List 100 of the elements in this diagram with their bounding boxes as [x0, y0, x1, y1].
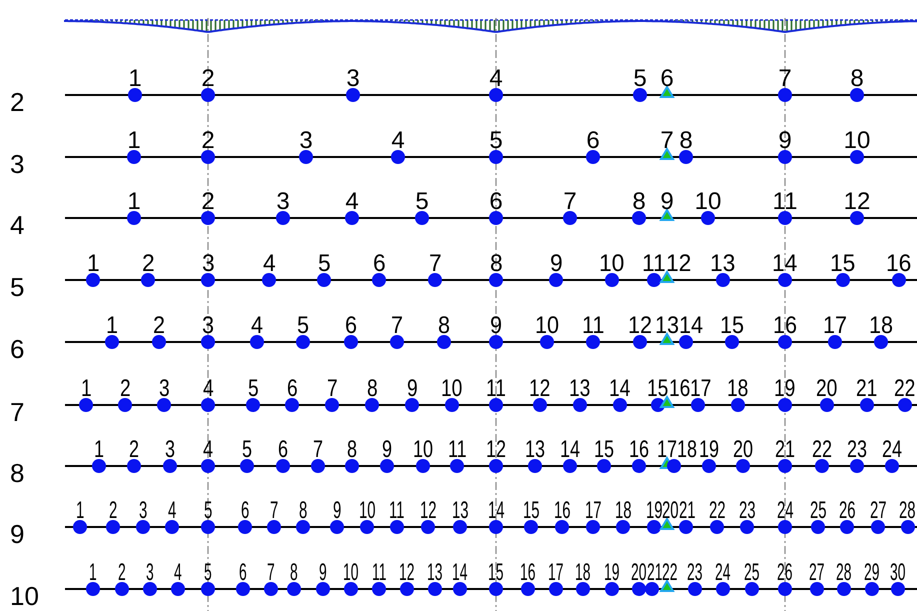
point-number: 7 [267, 561, 275, 585]
point-number: 19 [604, 561, 620, 585]
point-number: 6 [660, 67, 674, 91]
point-number: 1 [127, 129, 141, 153]
point-number: 6 [344, 314, 357, 338]
point-number: 6 [586, 129, 600, 153]
point-number: 8 [366, 377, 378, 401]
point-number: 18 [614, 499, 632, 523]
point-number: 16 [520, 561, 536, 585]
point-number: 23 [687, 561, 703, 585]
point-number: 27 [870, 499, 886, 523]
point-number: 14 [488, 499, 504, 523]
point-number: 7 [390, 314, 403, 338]
point-number: 3 [138, 499, 148, 523]
point-number: 12 [420, 499, 436, 523]
point-number: 8 [290, 561, 298, 585]
point-number: 1 [127, 190, 141, 214]
point-number: 26 [838, 499, 856, 523]
point-number: 8 [298, 499, 308, 523]
point-number: 11 [372, 561, 386, 585]
row-number: 8 [10, 460, 24, 486]
point-number: 3 [158, 377, 170, 401]
point-number: 7 [312, 438, 323, 462]
point-number: 22 [812, 438, 832, 462]
point-number: 1 [106, 314, 118, 338]
point-number: 2 [118, 561, 126, 585]
point-number: 27 [809, 561, 825, 585]
point-number: 11 [582, 314, 604, 338]
row-number: 6 [10, 336, 24, 362]
point-number: 2 [201, 67, 215, 91]
point-number: 10 [599, 252, 625, 276]
point-number: 7 [660, 129, 674, 153]
point-number: 21 [678, 499, 696, 523]
point-number: 3 [299, 129, 313, 153]
point-number: 5 [633, 67, 647, 91]
point-number: 11 [642, 252, 666, 276]
row-number: 4 [10, 212, 24, 238]
point-number: 2 [152, 314, 165, 338]
point-number: 1 [128, 67, 142, 91]
point-number: 15 [488, 561, 504, 585]
point-number: 4 [250, 314, 263, 338]
point-number: 3 [202, 252, 214, 276]
point-number: 6 [489, 190, 503, 214]
point-number: 7 [563, 190, 577, 214]
point-number: 15 [647, 377, 669, 401]
point-number: 16 [772, 314, 797, 338]
point-number: 11 [486, 377, 506, 401]
point-number: 11 [448, 438, 466, 462]
point-number: 29 [864, 561, 880, 585]
point-number: 28 [836, 561, 852, 585]
point-number: 15 [522, 499, 540, 523]
point-number: 8 [850, 67, 864, 91]
point-number: 5 [415, 190, 429, 214]
point-number: 7 [270, 499, 278, 523]
point-number: 20 [662, 499, 679, 523]
point-number: 4 [345, 190, 359, 214]
point-number: 22 [662, 561, 678, 585]
point-number: 14 [609, 377, 631, 401]
point-number: 18 [677, 438, 698, 462]
point-number: 13 [524, 438, 545, 462]
point-number: 22 [708, 499, 726, 523]
point-number: 6 [286, 377, 298, 401]
point-number: 2 [128, 438, 139, 462]
point-number: 17 [548, 561, 564, 585]
point-number: 3 [202, 314, 214, 338]
point-number: 12 [628, 314, 652, 338]
point-number: 5 [204, 561, 212, 585]
point-number: 4 [174, 561, 182, 585]
point-number: 5 [242, 438, 252, 462]
point-number: 19 [774, 377, 796, 401]
point-number: 5 [489, 129, 503, 153]
point-number: 26 [777, 561, 793, 585]
point-number: 21 [646, 561, 662, 585]
point-number: 7 [778, 67, 792, 91]
point-number: 23 [846, 438, 867, 462]
point-number: 8 [632, 190, 646, 214]
point-number: 20 [816, 377, 838, 401]
point-number: 9 [490, 314, 502, 338]
point-number: 25 [810, 499, 826, 523]
point-number: 20 [732, 438, 753, 462]
point-number: 4 [489, 67, 503, 91]
point-number: 21 [774, 438, 795, 462]
point-number: 6 [240, 499, 250, 523]
point-number: 16 [668, 377, 690, 401]
point-number: 4 [202, 377, 214, 401]
point-number: 18 [575, 561, 591, 585]
point-number: 30 [890, 561, 906, 585]
point-number: 13 [654, 314, 679, 338]
point-number: 24 [776, 499, 794, 523]
point-number: 18 [727, 377, 749, 401]
point-number: 9 [382, 438, 392, 462]
point-number: 16 [554, 499, 570, 523]
row-number: 10 [10, 583, 39, 609]
point-number: 17 [690, 377, 712, 401]
point-number: 21 [856, 377, 878, 401]
point-number: 5 [248, 377, 258, 401]
point-number: 6 [278, 438, 288, 462]
point-number: 17 [584, 499, 602, 523]
point-number: 4 [391, 129, 405, 153]
point-number: 12 [666, 252, 692, 276]
